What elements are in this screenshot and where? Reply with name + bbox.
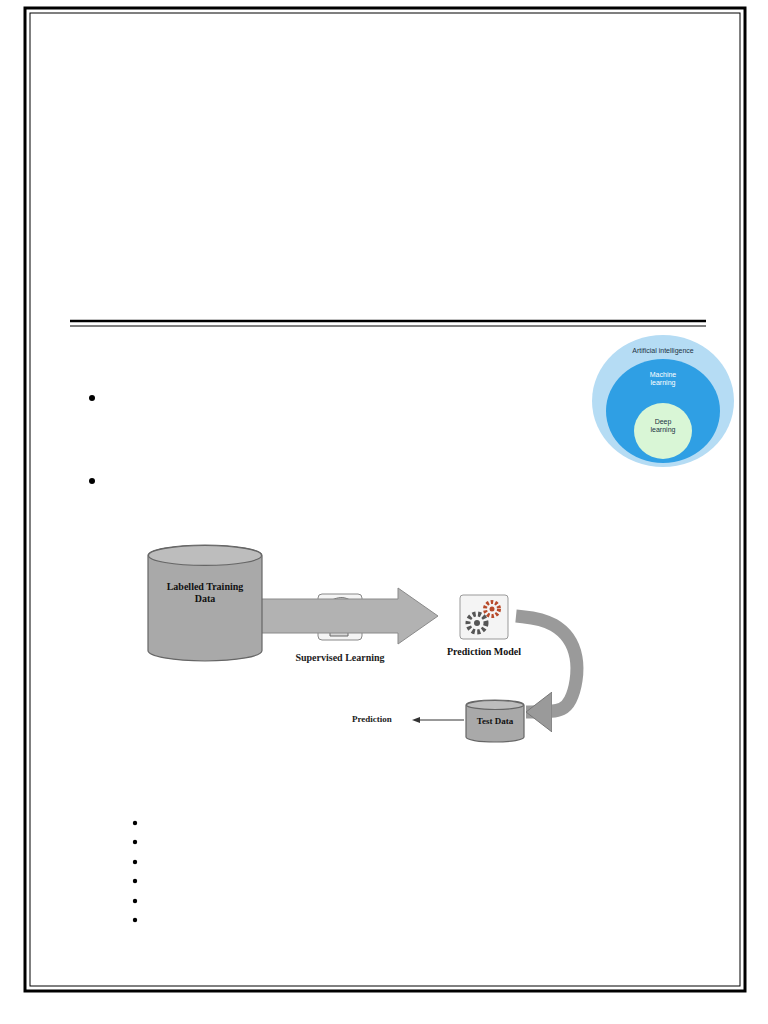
node-text: Deep learning [643,418,683,434]
node-text: Test Data [467,716,523,726]
node-text: Labelled Training Data [157,581,253,604]
page-frame-outer [25,8,745,991]
data-cylinder: Test Data [466,700,524,742]
node-text: Machine learning [638,371,688,387]
venn-circle: Machine learningDeep learning [606,359,720,463]
data-cylinder: Labelled Training Data [148,545,262,661]
model-box: Prediction Model [438,594,530,668]
venn-circle: Deep learning [634,403,692,459]
curved-arrow [516,616,577,712]
bullets [89,395,137,922]
prediction-arrow [412,717,464,723]
node-text: Artificial intelligence [631,347,695,355]
section-rule [70,320,706,323]
node-text: Prediction Model [438,646,530,658]
page-frame-inner [30,13,740,986]
edge-label: Supervised Learning [293,652,386,663]
process-arrow [261,588,438,644]
section-rule [70,326,706,327]
venn-circle: Artificial intelligenceMachine learningD… [592,335,734,467]
output-label: Prediction [352,714,392,724]
